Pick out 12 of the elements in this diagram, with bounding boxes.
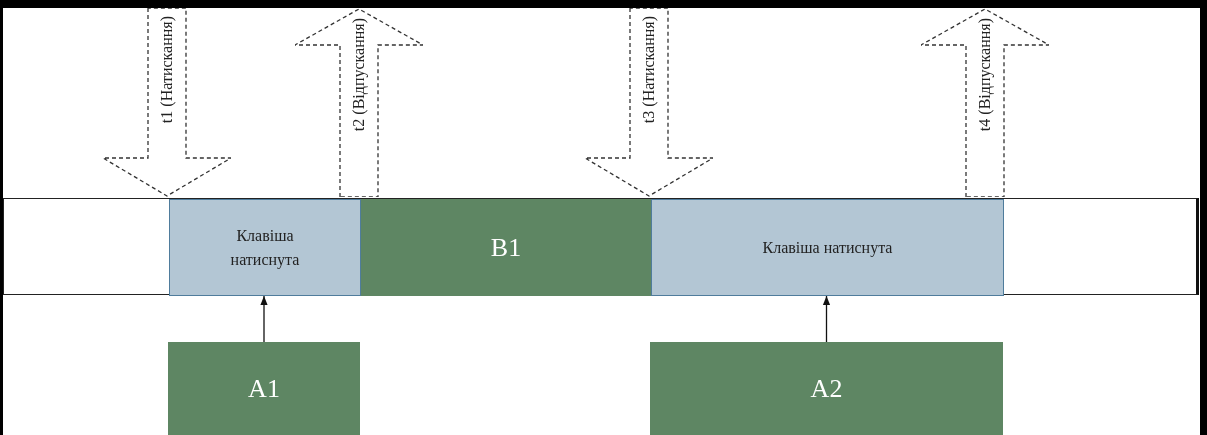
state-box: A1 xyxy=(168,342,360,435)
release-arrow: t2 (Відпускання) xyxy=(295,8,423,197)
state-box: A2 xyxy=(650,342,1003,435)
press-arrow: t3 (Натискання) xyxy=(585,8,713,197)
key-pressed-segment: Клавіша натиснута xyxy=(651,199,1004,296)
timeline-bar xyxy=(3,198,1199,295)
arrow xyxy=(822,295,831,343)
arrow xyxy=(260,295,268,343)
release-arrow: t4 (Відпускання) xyxy=(921,8,1049,197)
press-arrow: t1 (Натискання) xyxy=(103,8,231,197)
key-pressed-segment: Клавіша натиснута xyxy=(169,199,361,296)
state-box: B1 xyxy=(361,199,651,296)
